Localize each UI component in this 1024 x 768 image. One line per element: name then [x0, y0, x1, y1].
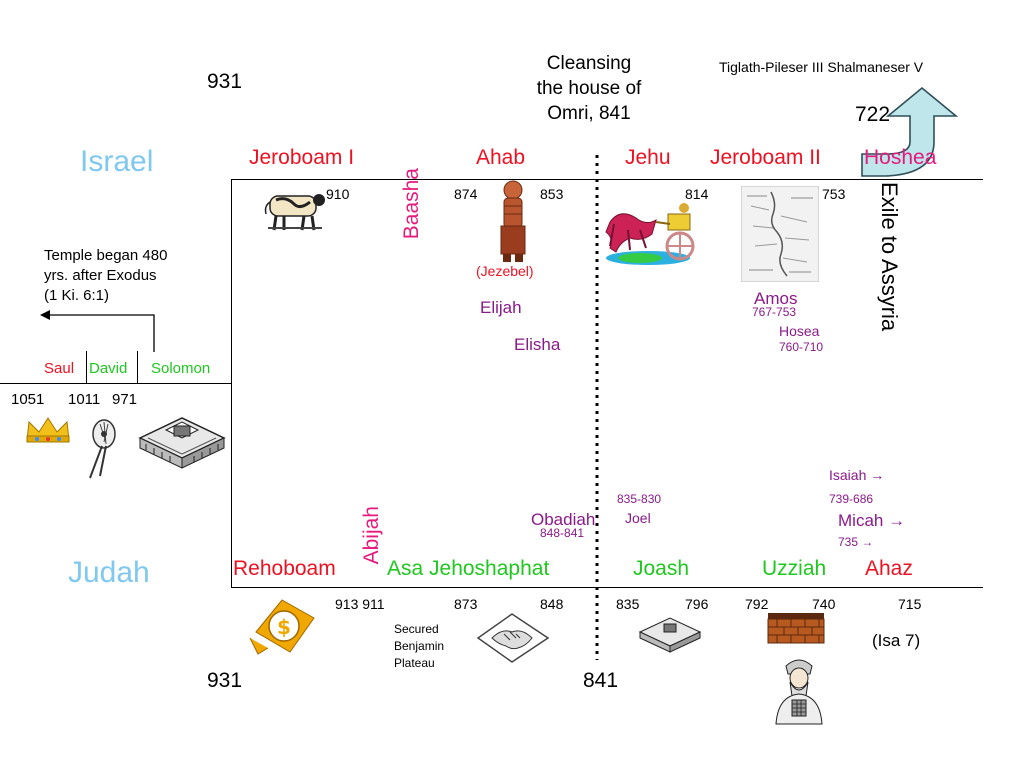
jezebel-label: (Jezebel): [476, 263, 534, 279]
exile-label: Exile to Assyria: [877, 182, 903, 332]
wall-icon: [767, 613, 825, 644]
year-753: 753: [822, 186, 846, 202]
year-740: 740: [812, 596, 836, 612]
secured-line-2: Benjamin: [394, 639, 445, 653]
year-814: 814: [685, 186, 709, 202]
temple-note-line-1: Temple began 480: [44, 247, 168, 264]
king-jehu: Jehu: [625, 146, 671, 169]
calf-icon: [264, 194, 325, 231]
year-848: 848: [540, 596, 564, 612]
prophet-elisha: Elisha: [514, 335, 561, 354]
temple-note-line-2: yrs. after Exodus: [44, 267, 157, 284]
king-asa-jehoshaphat: Asa Jehoshaphat: [387, 557, 550, 580]
king-solomon: Solomon: [151, 360, 211, 377]
year-874: 874: [454, 186, 478, 202]
temple-icon: [638, 617, 702, 653]
secured-benjamin-note: Secured Benjamin Plateau: [394, 621, 444, 672]
prophet-hosea: Hosea: [779, 323, 820, 339]
money-icon: $: [249, 599, 315, 655]
year-853: 853: [540, 186, 564, 202]
joel-years: 835-830: [617, 492, 662, 506]
micah-years: 735 →: [838, 535, 874, 549]
temple-note: Temple began 480 yrs. after Exodus (1 Ki…: [44, 246, 167, 306]
king-baasha: Baasha: [400, 168, 423, 240]
israel-label: Israel: [80, 145, 154, 178]
cleansing-line-3: Omri, 841: [547, 103, 631, 124]
prophet-amos: Amos: [754, 289, 798, 308]
year-1051: 1051: [11, 391, 45, 408]
svg-text:$: $: [277, 615, 291, 639]
king-uzziah: Uzziah: [762, 557, 827, 580]
secured-line-3: Plateau: [394, 656, 435, 670]
temple-note-arrow: [40, 310, 155, 352]
prophet-joel: Joel: [625, 510, 651, 526]
harp-icon: [89, 419, 116, 479]
year-1011: 1011: [68, 391, 101, 408]
handshake-icon: [476, 613, 550, 663]
isa-7-ref: (Isa 7): [872, 631, 921, 650]
year-722: 722: [855, 103, 891, 126]
united-kingdom-line: [0, 383, 232, 384]
year-971: 971: [112, 391, 138, 408]
king-rehoboam: Rehoboam: [233, 557, 336, 580]
year-835: 835: [616, 596, 640, 612]
king-jeroboam-i: Jeroboam I: [249, 146, 355, 169]
year-792: 792: [745, 596, 769, 612]
judah-label: Judah: [68, 556, 150, 589]
isaiah-years: 739-686: [829, 492, 874, 506]
year-715: 715: [898, 596, 922, 612]
king-saul: Saul: [44, 360, 75, 377]
judah-bottom-line: [231, 587, 983, 588]
year-931-bottom: 931: [207, 669, 243, 692]
arrow-up-icon: [861, 86, 959, 177]
prophet-obadiah: Obadiah: [531, 510, 596, 529]
year-873: 873: [454, 596, 478, 612]
king-jeroboam-ii: Jeroboam II: [710, 146, 821, 169]
map-icon: [741, 186, 819, 282]
temple-icon: [138, 417, 226, 469]
idol-icon: [500, 180, 526, 262]
year-913-911: 913 911: [335, 596, 385, 612]
david-solomon-divider: [137, 351, 138, 383]
secured-line-1: Secured: [394, 622, 439, 636]
841-divider-line: [595, 155, 599, 660]
prophet-micah: Micah →: [838, 511, 906, 530]
amos-years: 767-753: [752, 305, 797, 319]
king-joash: Joash: [633, 557, 690, 580]
chariot-icon: [605, 203, 695, 265]
hosea-years: 760-710: [779, 340, 824, 354]
king-hoshea: Hoshea: [864, 146, 937, 169]
prophet-elijah: Elijah: [480, 298, 522, 317]
year-910: 910: [326, 186, 350, 202]
israel-top-line: [231, 179, 983, 180]
king-abijah: Abijah: [360, 506, 383, 565]
obadiah-years: 848-841: [540, 526, 585, 540]
saul-david-divider: [86, 351, 87, 383]
crown-icon: [26, 417, 70, 443]
king-david: David: [89, 360, 128, 377]
year-796: 796: [685, 596, 709, 612]
assyria-kings-label: Tiglath-Pileser III Shalmaneser V: [719, 59, 924, 75]
year-931-top: 931: [207, 70, 243, 93]
temple-note-line-3: (1 Ki. 6:1): [44, 287, 110, 304]
cleansing-line-2: the house of: [536, 78, 642, 99]
king-ahab: Ahab: [476, 146, 526, 169]
king-ahaz: Ahaz: [865, 557, 913, 580]
cleansing-note: Cleansing the house of Omri, 841: [510, 51, 668, 126]
cleansing-line-1: Cleansing: [546, 53, 632, 74]
priest-icon: [775, 659, 823, 725]
prophet-isaiah: Isaiah →: [829, 467, 885, 483]
year-841-bottom: 841: [583, 669, 619, 692]
